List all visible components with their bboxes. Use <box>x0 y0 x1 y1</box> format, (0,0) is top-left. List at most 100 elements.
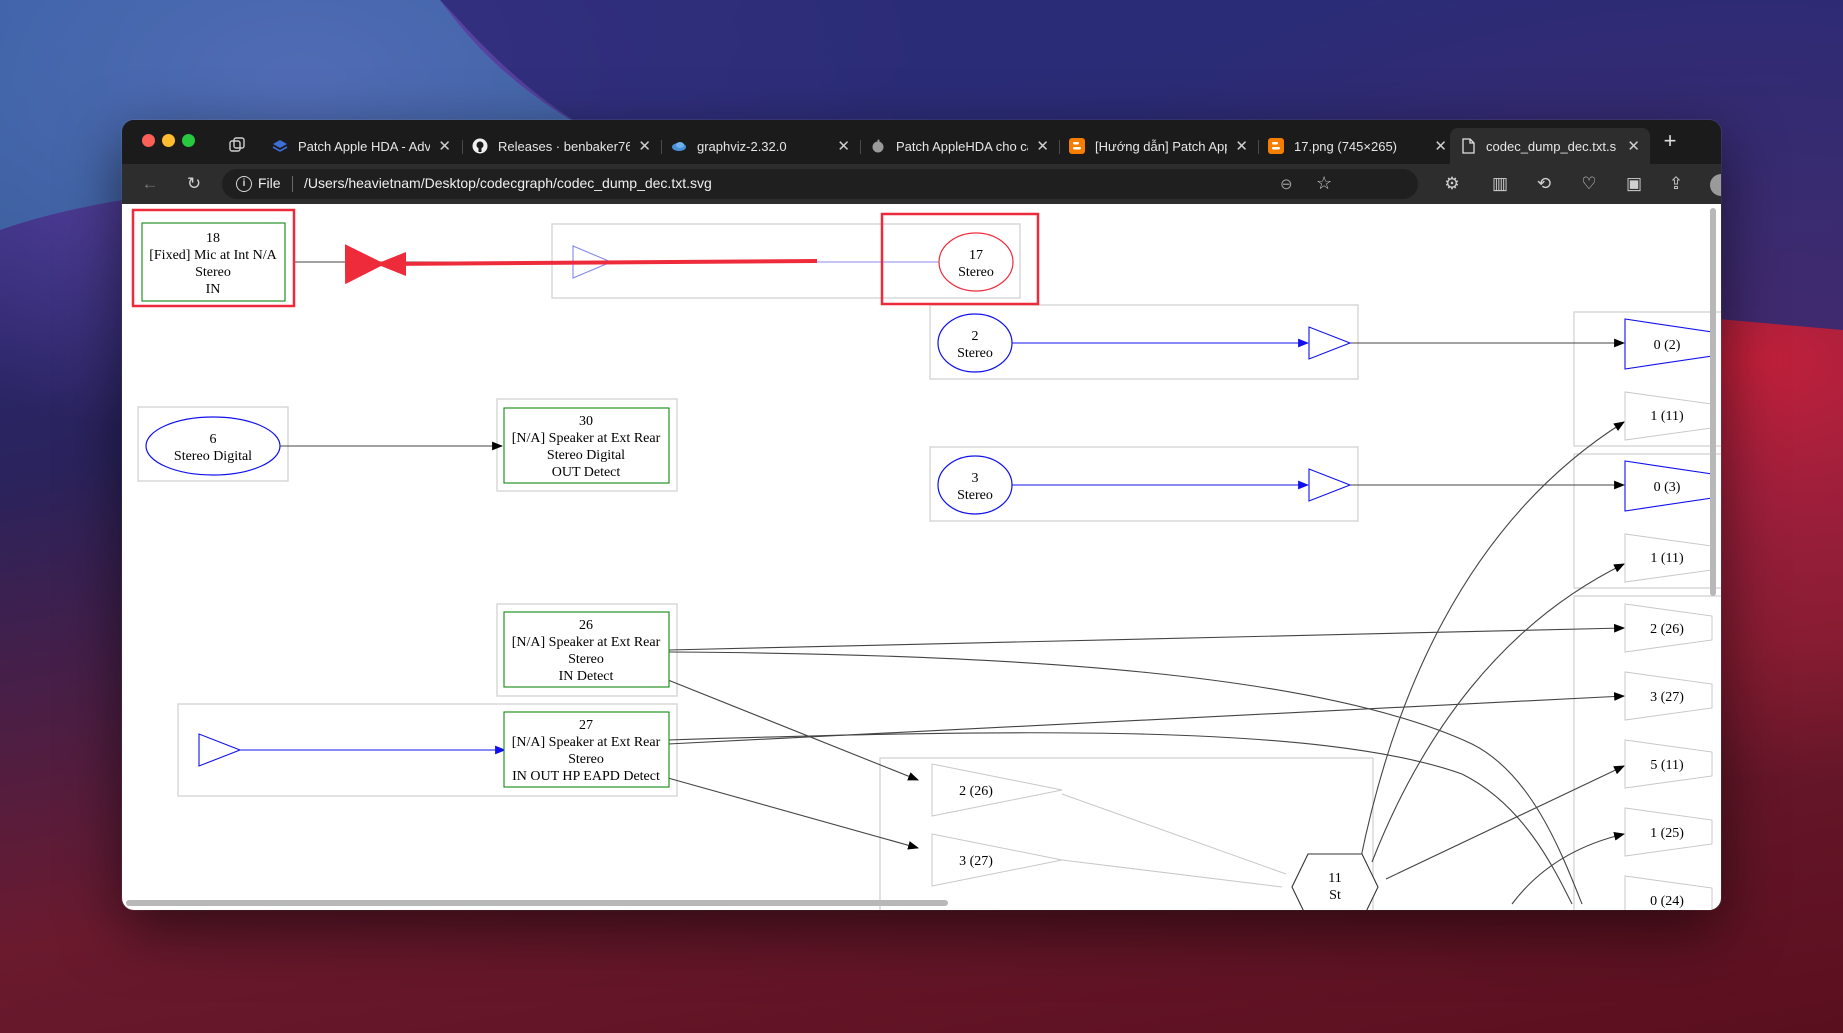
node-3-line1: 3 <box>972 471 979 486</box>
vertical-scrollbar-thumb[interactable] <box>1710 208 1716 596</box>
collections-icon[interactable]: ▣ <box>1625 174 1643 193</box>
apple-icon <box>870 138 886 154</box>
node-17-line2: Stereo <box>958 265 994 280</box>
address-divider <box>292 176 293 192</box>
node-11 <box>1291 853 1379 910</box>
node-18-line1: 18 <box>206 231 220 246</box>
close-tab-icon[interactable]: ✕ <box>1036 138 1049 155</box>
node-18-line2: [Fixed] Mic at Int N/A <box>149 248 277 263</box>
minimize-window-button[interactable] <box>162 134 175 147</box>
tab-title: Patch Apple HDA - Adv <box>298 138 431 154</box>
workspaces-icon[interactable] <box>228 136 246 154</box>
edge <box>667 679 920 781</box>
node-6 <box>145 416 281 476</box>
tab-title: Releases · benbaker76/ <box>498 138 631 154</box>
amp-triangle <box>198 733 242 767</box>
address-bar[interactable]: i File /Users/heavietnam/Desktop/codecgr… <box>222 169 1418 199</box>
node-18-line3: Stereo <box>195 265 231 280</box>
extensions-icon[interactable]: ⚙ <box>1444 174 1460 193</box>
close-tab-icon[interactable]: ✕ <box>638 138 651 155</box>
history-icon[interactable]: ⟲ <box>1536 174 1552 193</box>
cluster-box <box>137 406 289 482</box>
github-icon <box>472 138 488 154</box>
address-scheme: File <box>258 175 281 191</box>
node-27-line2: [N/A] Speaker at Ext Rear <box>512 735 661 750</box>
edge <box>1359 421 1625 863</box>
horizontal-scrollbar-thumb[interactable] <box>126 900 948 906</box>
mixer-input-2-26 <box>931 763 1063 817</box>
tab-1[interactable]: Releases · benbaker76/ ✕ <box>462 128 661 164</box>
cluster-box <box>929 304 1359 380</box>
amp-triangle <box>1308 468 1352 502</box>
performance-icon[interactable]: ♡ <box>1581 174 1597 193</box>
codec-graph: 18 [Fixed] Mic at Int N/A Stereo IN 17 S… <box>131 208 1721 910</box>
node-26 <box>503 611 670 688</box>
node-30-line1: 30 <box>579 414 593 429</box>
share-icon[interactable]: ⇪ <box>1668 174 1684 193</box>
cluster-box <box>1573 311 1721 447</box>
tab-4[interactable]: [Hướng dẫn] Patch App ✕ <box>1059 128 1258 164</box>
amp-triangle <box>1308 326 1352 360</box>
back-arrow-icon[interactable]: ← <box>141 174 159 193</box>
edge <box>1061 793 1287 875</box>
node-27 <box>503 711 670 788</box>
tab-3[interactable]: Patch AppleHDA cho cá ✕ <box>860 128 1059 164</box>
right-input-label: 0 (2) <box>1654 338 1681 353</box>
node-26-line2: [N/A] Speaker at Ext Rear <box>512 635 661 650</box>
close-tab-icon[interactable]: ✕ <box>837 138 850 155</box>
edge <box>667 623 1626 651</box>
annotation-arrow <box>344 244 818 285</box>
blogger-icon <box>1069 138 1085 154</box>
document-icon <box>1460 138 1476 154</box>
mixer-input-3-27 <box>931 833 1063 887</box>
cluster-box <box>1573 595 1721 910</box>
edge <box>1371 563 1625 863</box>
node-17-line1: 17 <box>969 248 983 263</box>
highlight-box-node-18 <box>131 208 296 308</box>
close-tab-icon[interactable]: ✕ <box>1627 138 1640 155</box>
right-input-7 <box>1624 807 1713 857</box>
blogger-icon <box>1268 138 1284 154</box>
close-window-button[interactable] <box>142 134 155 147</box>
tab-title: codec_dump_dec.txt.s <box>1486 138 1617 154</box>
node-2-line2: Stereo <box>957 346 993 361</box>
cluster-box <box>1573 453 1721 589</box>
cluster-box <box>879 757 1374 910</box>
node-6-line1: 6 <box>210 432 217 447</box>
close-tab-icon[interactable]: ✕ <box>1434 138 1447 155</box>
node-3 <box>937 455 1013 515</box>
right-input-8 <box>1624 875 1713 910</box>
annotation-arrowhead <box>376 252 406 276</box>
zoom-out-icon[interactable]: ⊖ <box>1280 176 1293 193</box>
tab-2[interactable]: graphviz-2.32.0 ✕ <box>661 128 860 164</box>
close-tab-icon[interactable]: ✕ <box>1235 138 1248 155</box>
reload-icon[interactable]: ↻ <box>186 174 202 193</box>
node-30-line3: Stereo Digital <box>547 448 625 463</box>
split-screen-icon[interactable]: ▥ <box>1491 174 1509 193</box>
mixer-input-label: 3 (27) <box>959 854 993 869</box>
node-2-line1: 2 <box>972 329 979 344</box>
maximize-window-button[interactable] <box>182 134 195 147</box>
mixer-input-label: 2 (26) <box>959 784 993 799</box>
node-26-line4: IN Detect <box>559 669 614 684</box>
cluster-box <box>929 446 1359 522</box>
new-tab-button[interactable]: + <box>1663 128 1677 153</box>
node-27-line4: IN OUT HP EAPD Detect <box>512 769 660 784</box>
layers-icon <box>272 138 288 154</box>
node-18-line4: IN <box>206 282 221 297</box>
favorite-star-icon[interactable]: ☆ <box>1316 173 1333 193</box>
tab-6-active[interactable]: codec_dump_dec.txt.s ✕ <box>1450 128 1650 164</box>
navigation-toolbar: ← ↻ i File /Users/heavietnam/Desktop/cod… <box>122 164 1721 204</box>
node-6-line2: Stereo Digital <box>174 449 252 464</box>
right-input-label: 1 (11) <box>1650 409 1684 424</box>
profile-avatar[interactable] <box>1710 174 1721 196</box>
node-18 <box>141 222 286 302</box>
info-icon[interactable]: i <box>236 176 252 192</box>
tab-title: [Hướng dẫn] Patch App <box>1095 138 1228 154</box>
node-2 <box>937 313 1013 373</box>
node-11-line1: 11 <box>1328 871 1341 886</box>
node-30-line4: OUT Detect <box>552 465 621 480</box>
tab-0[interactable]: Patch Apple HDA - Adv ✕ <box>262 128 461 164</box>
close-tab-icon[interactable]: ✕ <box>438 138 451 155</box>
tab-5[interactable]: 17.png (745×265) ✕ <box>1258 128 1457 164</box>
